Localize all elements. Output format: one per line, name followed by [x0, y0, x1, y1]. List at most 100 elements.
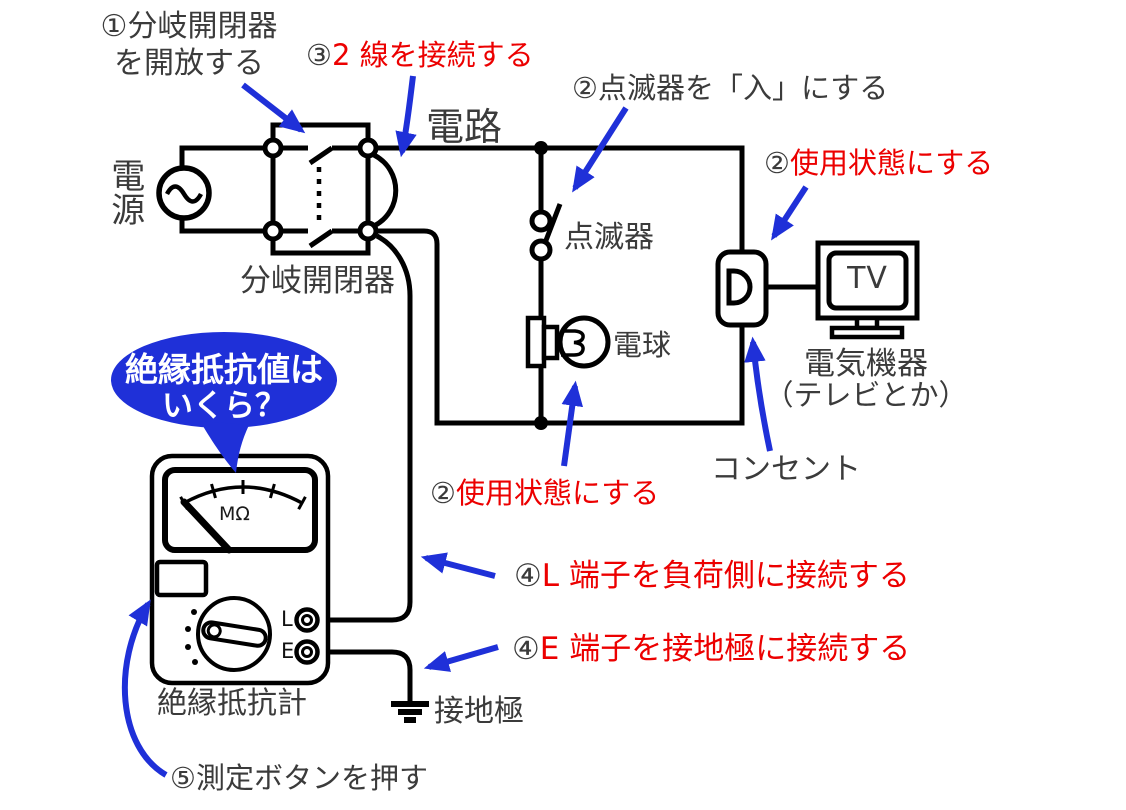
arrow-press-button [121, 599, 168, 778]
arrow-open-breaker [241, 82, 306, 134]
breaker-internals [281, 145, 360, 249]
arrow-connect-l [420, 552, 496, 579]
arrow-outlet-in-use [771, 185, 809, 241]
wire-top-rail [376, 145, 745, 252]
outlet-d-icon [726, 268, 753, 306]
step4-l-text: L 端子を負荷側に接続する [541, 558, 910, 594]
outlet-symbol [715, 249, 769, 328]
appliance-label: 電気機器 [804, 346, 928, 382]
switch-symbol [529, 203, 563, 262]
megger-symbol [149, 453, 331, 686]
megger-e-terminal-center [301, 646, 313, 658]
step5-press-button-label: ⑤測定ボタンを押す [170, 761, 428, 796]
breaker-terminal-br [357, 220, 379, 242]
branch-breaker-symbol [262, 122, 379, 256]
meter-label: 絶縁抵抗計 [157, 686, 307, 721]
megger-dial-knob [201, 620, 268, 648]
speech-bubble-ellipse [111, 332, 337, 428]
wire-source-bottom [179, 218, 265, 234]
step2-switch-on-label: ②点滅器を「入」にする [572, 71, 888, 106]
terminal-l-label: L [281, 607, 293, 631]
step2-bulb-in-use-label: ②使用状態にする [430, 476, 659, 511]
speech-bubble-text: 絶縁抵抗値は いくら？ [109, 351, 339, 425]
megger-needle [180, 498, 233, 554]
step2-outlet-number: ② [764, 146, 790, 180]
step2-switch-number: ② [572, 71, 598, 105]
bubble-line2: いくら？ [162, 388, 286, 424]
wire-l-terminal-to-load [318, 233, 413, 623]
speech-bubble [111, 332, 337, 473]
breaker-blade-bottom [308, 228, 334, 249]
step2-bulb-number: ② [430, 476, 456, 510]
breaker-terminals [262, 137, 379, 242]
step4-e-text: E 端子を接地極に接続する [539, 631, 911, 667]
outlet-label: コンセント [711, 452, 861, 487]
junction-dot-bottom [534, 416, 548, 430]
arrow-connect-two-wires [395, 75, 417, 158]
tv-screen [826, 250, 909, 311]
step1-line2: を開放する [114, 46, 264, 81]
step4-connect-e-label: ④E 端子を接地極に接続する [512, 631, 910, 668]
tv-symbol [815, 240, 920, 340]
arrow-bulb-in-use [561, 380, 584, 467]
breaker-terminal-bl [262, 220, 284, 242]
step5-number: ⑤ [170, 761, 196, 795]
bulb-base-inner [541, 324, 560, 361]
annotation-arrows [121, 75, 809, 778]
bulb-glass [557, 315, 611, 369]
switch-contact-top [529, 209, 553, 233]
breaker-blade-top [308, 145, 334, 166]
terminal-e-label: E [281, 639, 295, 663]
speech-bubble-tail [200, 421, 249, 473]
junction-dot-top [534, 141, 548, 155]
arrow-outlet-label [744, 336, 773, 452]
megger-dial-dots [185, 609, 198, 665]
breaker-box [270, 122, 371, 256]
step2-outlet-in-use-label: ②使用状態にする [764, 146, 993, 181]
step5-text: 測定ボタンを押す [196, 761, 429, 795]
step1-line1: ①分岐開閉器 [90, 8, 288, 45]
step1-open-breaker-label: ①分岐開閉器 を開放する [90, 8, 288, 82]
wire-load-loop [376, 228, 745, 426]
power-source-label: 電源 [104, 158, 145, 226]
step2-outlet-text: 使用状態にする [790, 146, 994, 180]
arrow-switch-on [572, 106, 629, 193]
step4-l-number: ④ [514, 558, 542, 594]
bubble-line1: 絶縁抵抗値は [125, 350, 323, 389]
wire-source-top [179, 145, 265, 168]
breaker-terminal-tl [262, 137, 284, 159]
ground-symbol [391, 701, 429, 723]
step4-connect-l-label: ④L 端子を負荷側に接続する [514, 558, 910, 595]
tv-stand-base [829, 325, 905, 340]
megger-measure-button [154, 559, 209, 598]
bulb-label: 電球 [613, 328, 672, 362]
circuit-label: 電路 [426, 105, 503, 149]
power-source-symbol [156, 165, 212, 221]
switch-label: 点滅器 [564, 220, 654, 255]
switch-blade [542, 203, 563, 244]
step4-e-number: ④ [512, 631, 540, 667]
step3-connect-two-wires-label: ③2 線を接続する [306, 38, 534, 73]
step3-text: 2 線を接続する [332, 38, 534, 72]
arrow-connect-e [423, 644, 499, 672]
bulb-symbol [525, 315, 611, 369]
megger-l-terminal-center [301, 614, 313, 626]
ac-tilde-icon [165, 184, 203, 204]
step1-number: ① [100, 9, 128, 44]
step2-switch-text: 点滅器を「入」にする [598, 71, 889, 105]
step1-text1: 分岐開閉器 [127, 9, 278, 44]
wire-jumper-2lines [372, 152, 399, 229]
switch-contact-bottom [529, 238, 553, 262]
breaker-terminal-tr [357, 137, 379, 159]
meter-unit-label: MΩ [219, 503, 250, 525]
bulb-base-outer [525, 315, 547, 369]
step3-number: ③ [306, 38, 332, 72]
branch-breaker-label: 分岐開閉器 [240, 263, 395, 299]
step2-bulb-text: 使用状態にする [456, 476, 660, 510]
megger-display [162, 467, 318, 553]
ground-label: 接地極 [434, 694, 524, 729]
bulb-filament-base-icon [561, 329, 585, 357]
wire-e-terminal-to-ground [318, 649, 413, 701]
